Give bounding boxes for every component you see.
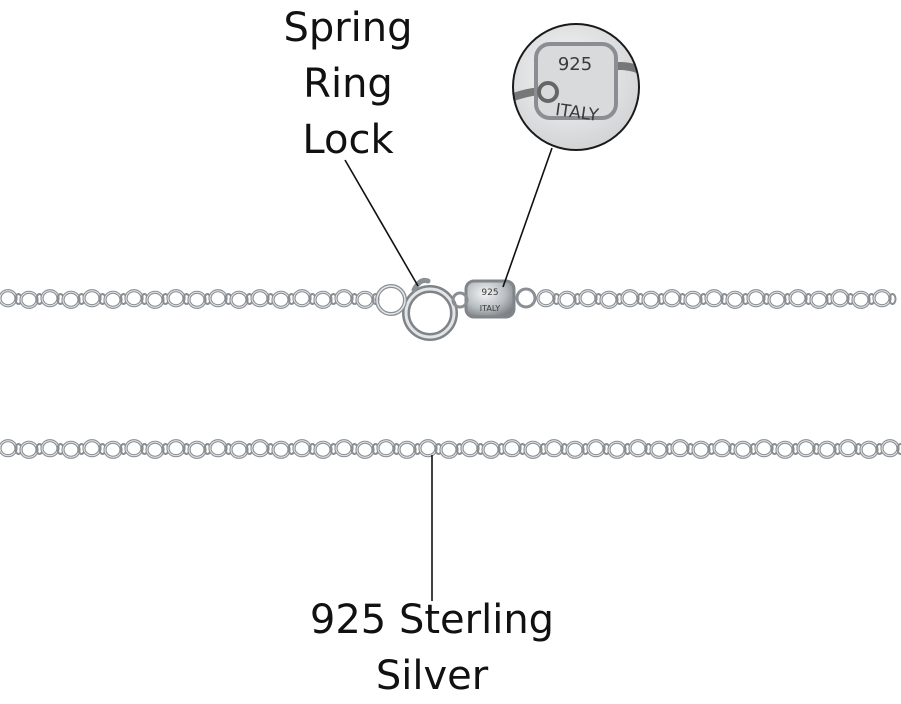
end-tag-stamp: 925 ITALY: [453, 281, 535, 317]
label-line: Spring: [258, 0, 438, 56]
tag-stamp-purity: 925: [481, 288, 498, 298]
lower-chain-strand: [0, 441, 901, 458]
zoom-stamp-purity: 925: [558, 54, 592, 75]
tag-stamp-origin: ITALY: [480, 304, 500, 313]
label-line: Lock: [258, 112, 438, 168]
stamp-callout-line: [503, 148, 552, 287]
sterling-silver-label: 925 Sterling Silver: [262, 592, 602, 704]
spring-ring-clasp: [377, 280, 454, 337]
label-line: Ring: [258, 56, 438, 112]
label-line: Silver: [262, 648, 602, 704]
callout-lines: [345, 148, 552, 601]
stamp-zoom-inset: 925 ITALY: [505, 24, 650, 150]
label-line: 925 Sterling: [262, 592, 602, 648]
spring-lock-callout-line: [345, 160, 418, 286]
spring-ring-lock-label: Spring Ring Lock: [258, 0, 438, 168]
